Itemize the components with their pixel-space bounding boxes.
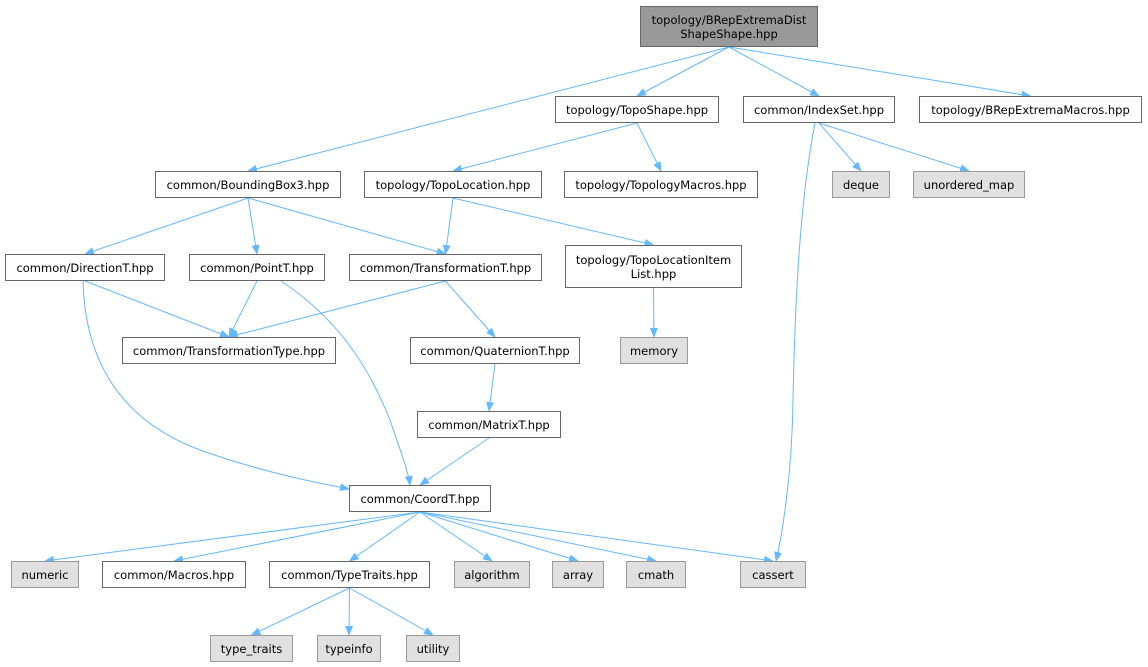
edge-bounding_box-to-point [247,197,260,255]
edge-direction-to-coord [82,280,350,492]
node-label: algorithm [464,567,520,582]
node-root-brep-extrema-dist-shape-shape: topology/BRepExtremaDist ShapeShape.hpp [640,6,818,47]
node-transformation-t[interactable]: common/TransformationT.hpp [349,254,542,281]
edge-root-to-bounding_box [247,46,730,173]
node-algorithm: algorithm [454,561,530,588]
edge-topo_location-to-transformation [442,197,454,255]
node-typeinfo: typeinfo [317,635,381,662]
edge-coord-to-cmath [419,511,657,564]
node-label: topology/BRepExtremaMacros.hpp [931,102,1130,117]
edge-coord-to-numeric [44,511,421,564]
node-coord-t[interactable]: common/CoordT.hpp [349,485,491,512]
edge-type_traits_hdr-to-typeinfo [345,587,354,636]
edge-type_traits_hdr-to-utility [349,587,434,636]
edge-coord-to-array [419,511,579,563]
node-utility: utility [406,635,460,662]
node-topo-shape[interactable]: topology/TopoShape.hpp [555,96,719,123]
node-cassert: cassert [740,561,806,588]
node-topology-macros[interactable]: topology/TopologyMacros.hpp [564,171,758,198]
edge-topo_shape-to-topo_location [452,122,638,173]
edge-topo_location_item-to-memory [649,287,658,338]
node-label: common/TransformationT.hpp [359,260,532,275]
node-unordered-map: unordered_map [913,171,1025,198]
edge-transformation-to-quaternion [445,280,496,338]
node-index-set[interactable]: common/IndexSet.hpp [743,96,895,123]
edge-coord-to-type_traits_hdr [348,511,421,562]
node-transformation-type[interactable]: common/TransformationType.hpp [122,337,336,364]
node-label: cmath [637,567,675,582]
node-memory: memory [620,337,688,364]
node-quaternion-t[interactable]: common/QuaternionT.hpp [410,337,580,364]
edge-coord-to-macros [173,511,421,564]
node-label: numeric [21,567,69,582]
node-topo-location[interactable]: topology/TopoLocation.hpp [364,171,542,198]
node-label: typeinfo [325,641,373,656]
edge-direction-to-transformation_type [84,280,230,338]
node-matrix-t[interactable]: common/MatrixT.hpp [417,411,561,438]
node-array: array [552,561,604,588]
node-label: common/TransformationType.hpp [132,343,326,358]
edge-index_set-to-unordered_map [818,122,970,173]
node-label: memory [629,343,679,358]
edge-point-to-transformation_type [228,280,258,338]
edge-root-to-index_set [728,46,820,97]
node-label: common/Macros.hpp [113,567,235,582]
node-cmath: cmath [626,561,686,588]
node-label: deque [842,177,880,192]
edge-type_traits_hdr-to-type_traits [250,587,350,636]
edge-root-to-topo_shape [636,46,730,97]
edge-transformation-to-transformation_type [228,280,446,339]
node-label: common/IndexSet.hpp [753,102,885,117]
edge-quaternion-to-matrix [486,363,496,412]
node-label: topology/TopoLocation.hpp [375,177,531,192]
node-label: type_traits [220,641,283,656]
node-label: topology/TopologyMacros.hpp [575,177,747,192]
edge-bounding_box-to-transformation [247,197,447,256]
node-type-traits-header[interactable]: common/TypeTraits.hpp [269,561,430,588]
node-label: cassert [752,567,794,582]
node-label: common/PointT.hpp [200,260,314,275]
node-label: array [562,567,594,582]
edge-topo_location-to-topo_location_item [452,197,655,247]
node-label: common/BoundingBox3.hpp [166,177,330,192]
node-point-t[interactable]: common/PointT.hpp [189,254,325,281]
node-type-traits: type_traits [210,635,293,662]
node-numeric: numeric [11,561,79,588]
node-macros[interactable]: common/Macros.hpp [102,561,246,588]
node-label: utility [416,641,450,656]
node-label-line-1: topology/BRepExtremaDist [651,12,807,27]
node-label: common/QuaternionT.hpp [420,343,570,358]
node-label: common/DirectionT.hpp [16,260,154,275]
node-label: unordered_map [923,177,1015,192]
node-label: common/CoordT.hpp [360,491,480,506]
node-label-line-2: ShapeShape.hpp [680,26,778,41]
node-label: topology/TopoShape.hpp [565,102,709,117]
edge-root-to-brep_macros [728,46,1032,99]
node-topo-location-item-list[interactable]: topology/TopoLocationItem List.hpp [565,245,742,288]
node-label-line-2: List.hpp [630,266,677,281]
edge-index_set-to-deque [818,122,862,172]
edge-coord-to-algorithm [419,511,493,562]
edge-point-to-coord [280,280,413,486]
node-label: common/TypeTraits.hpp [281,567,418,582]
edge-index_set-to-cassert [774,122,816,562]
edge-matrix-to-coord [419,437,490,486]
node-deque: deque [832,171,890,198]
edge-bounding_box-to-direction [84,197,249,255]
edge-coord-to-cassert [419,511,774,564]
node-bounding-box3[interactable]: common/BoundingBox3.hpp [155,171,341,198]
node-brep-extrema-macros[interactable]: topology/BRepExtremaMacros.hpp [919,96,1142,123]
node-label: common/MatrixT.hpp [428,417,550,432]
node-direction-t[interactable]: common/DirectionT.hpp [5,254,165,281]
node-label-line-1: topology/TopoLocationItem [575,252,732,267]
edge-topo_shape-to-topology_macros [636,122,662,172]
